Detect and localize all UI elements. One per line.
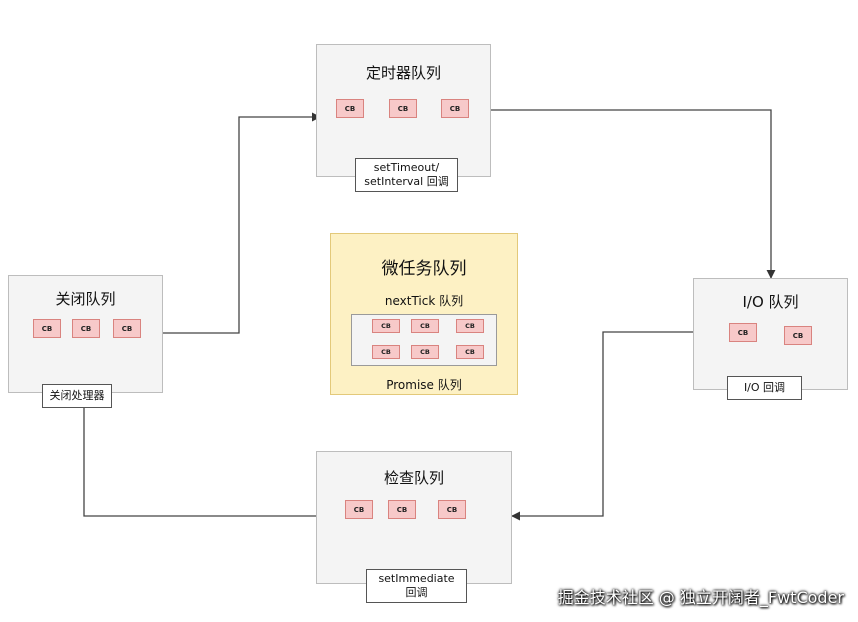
timers-callback-tag: setTimeout/ setInterval 回调 bbox=[355, 158, 458, 192]
microtask-queue: 微任务队列 nextTick 队列 CB CB CB CB CB CB Prom… bbox=[330, 233, 518, 395]
callback: CB bbox=[113, 319, 141, 338]
callback: CB bbox=[729, 323, 757, 342]
timers-queue: 定时器队列 CB CB CB bbox=[316, 44, 491, 177]
microtask-queue-title: 微任务队列 bbox=[381, 259, 467, 279]
close-queue-title: 关闭队列 bbox=[55, 290, 116, 308]
close-queue: 关闭队列 CB CB CB bbox=[8, 275, 163, 393]
close-handler-tag: 关闭处理器 bbox=[42, 384, 112, 408]
tag-line: 关闭处理器 bbox=[49, 389, 105, 402]
timers-queue-title: 定时器队列 bbox=[365, 64, 441, 82]
check-callback-tag: setImmediate 回调 bbox=[366, 569, 467, 603]
callback: CB bbox=[411, 319, 439, 333]
callback: CB bbox=[438, 500, 466, 519]
io-callback-tag: I/O 回调 bbox=[727, 376, 802, 400]
arrow-timers-to-io bbox=[490, 109, 776, 279]
tag-line: setTimeout/ bbox=[373, 161, 440, 174]
callback: CB bbox=[72, 319, 100, 338]
arrow-close-to-timers bbox=[163, 112, 321, 334]
callback: CB bbox=[345, 500, 373, 519]
tag-line: setImmediate bbox=[378, 572, 455, 585]
tag-line: I/O 回调 bbox=[743, 381, 786, 394]
arrow-check-to-close bbox=[83, 404, 316, 517]
callback: CB bbox=[441, 99, 469, 118]
watermark: 掘金技术社区 @ 独立开阔者_FwtCoder bbox=[557, 588, 844, 607]
check-queue: 检查队列 CB CB CB bbox=[316, 451, 512, 584]
io-queue: I/O 队列 CB CB bbox=[693, 278, 848, 390]
callback: CB bbox=[411, 345, 439, 359]
callback: CB bbox=[784, 326, 812, 345]
callback: CB bbox=[336, 99, 364, 118]
next-tick-queue-label: nextTick 队列 bbox=[384, 294, 464, 308]
callback: CB bbox=[33, 319, 61, 338]
callback: CB bbox=[388, 500, 416, 519]
promise-queue-label: Promise 队列 bbox=[386, 378, 462, 392]
arrow-io-to-check bbox=[511, 331, 694, 521]
check-queue-title: 检查队列 bbox=[383, 469, 444, 487]
callback: CB bbox=[456, 319, 484, 333]
io-queue-title: I/O 队列 bbox=[742, 293, 799, 311]
callback: CB bbox=[372, 319, 400, 333]
callback: CB bbox=[456, 345, 484, 359]
callback: CB bbox=[372, 345, 400, 359]
tag-line: 回调 bbox=[405, 586, 428, 599]
callback: CB bbox=[389, 99, 417, 118]
microtask-callback-list: CB CB CB CB CB CB bbox=[351, 314, 497, 366]
tag-line: setInterval 回调 bbox=[364, 175, 449, 188]
